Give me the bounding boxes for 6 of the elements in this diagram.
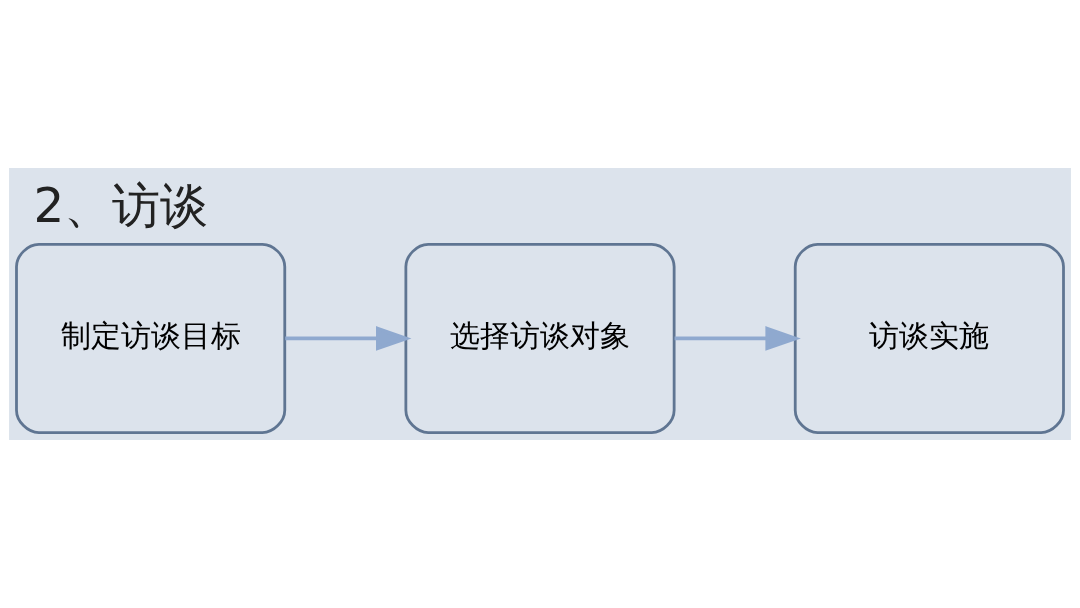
node-box: 访谈实施 xyxy=(793,243,1065,434)
diagram-title: 2、访谈 xyxy=(33,176,209,233)
node-box: 选择访谈对象 xyxy=(404,243,676,434)
arrow xyxy=(674,326,801,351)
node-box: 制定访谈目标 xyxy=(15,243,287,434)
arrow xyxy=(285,326,412,351)
